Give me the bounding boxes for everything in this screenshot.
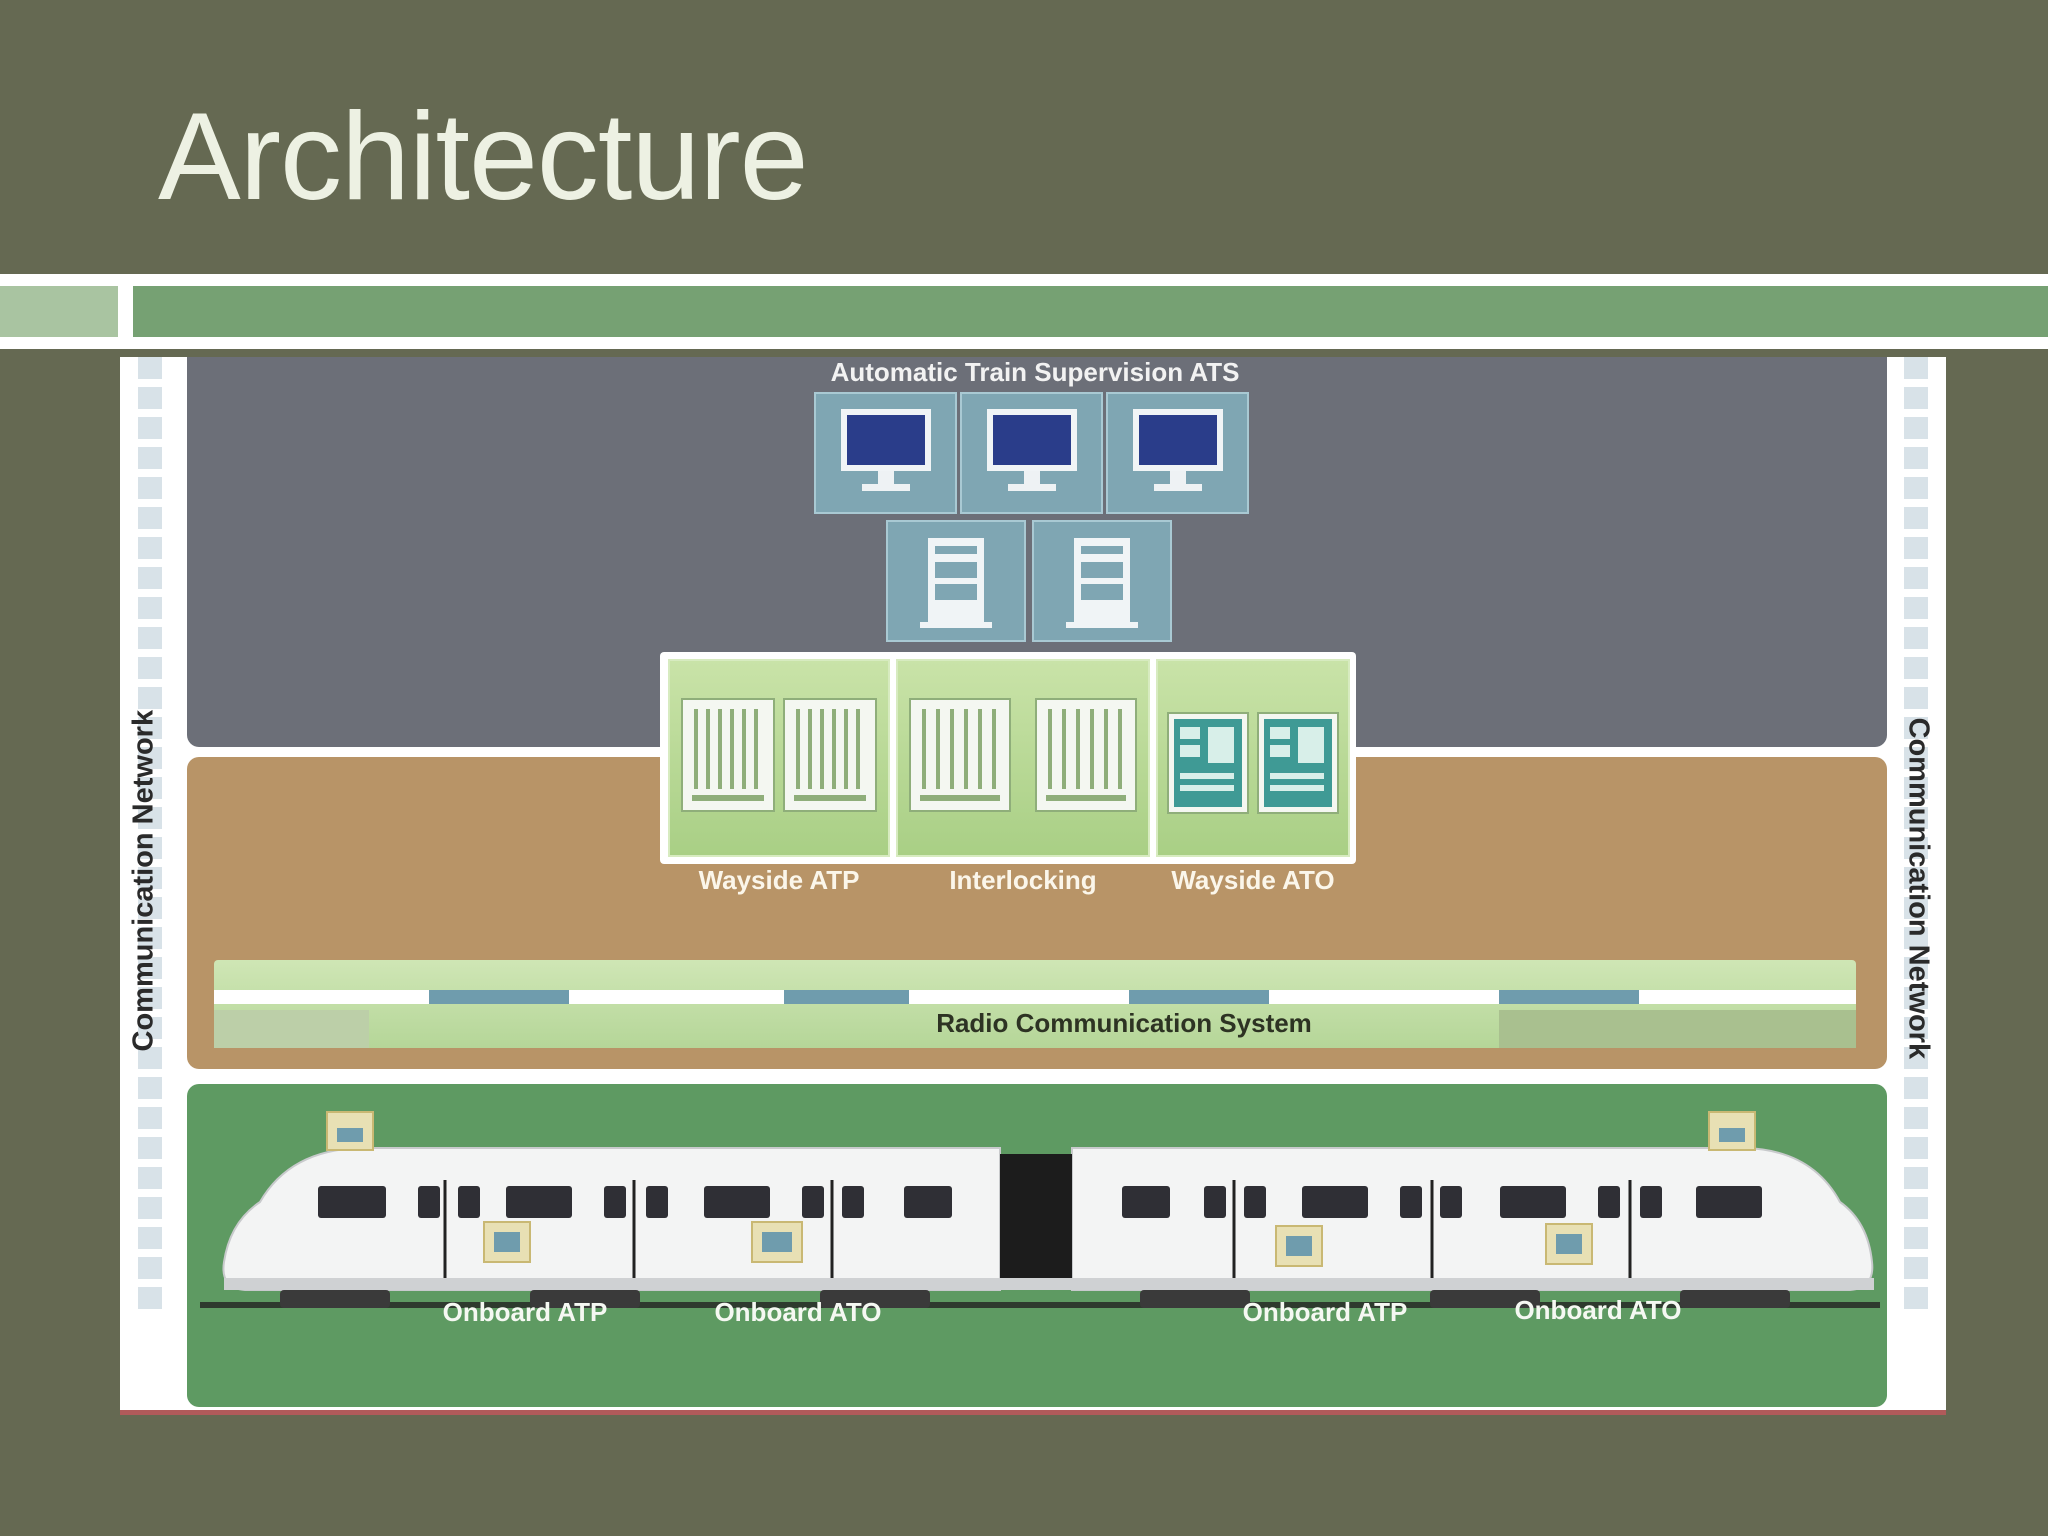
wayside-atp-label: Wayside ATP xyxy=(698,865,860,895)
onboard-atp-label: Onboard ATP xyxy=(1242,1297,1408,1327)
monitor-icon xyxy=(1133,409,1223,491)
radio-shade-left xyxy=(214,1010,369,1048)
radio-segment xyxy=(1129,990,1269,1004)
onboard-atp-label: Onboard ATP xyxy=(442,1297,608,1327)
interlocking-cabinet xyxy=(896,659,1150,857)
comm-network-right-bar xyxy=(1904,357,1928,1317)
comm-network-right-label: Communication Network xyxy=(1902,717,1935,1060)
comm-network-left-label: Communication Network xyxy=(127,709,160,1052)
header-band-light xyxy=(0,286,118,337)
architecture-diagram: Communication Network Communication Netw… xyxy=(120,357,1946,1413)
rack-icon xyxy=(681,698,877,812)
train-illustration xyxy=(200,1111,1880,1308)
radio-label: Radio Communication System xyxy=(936,1008,1312,1038)
radio-segment xyxy=(1499,990,1639,1004)
ats-server xyxy=(886,520,1026,642)
slide-title: Architecture xyxy=(158,88,809,226)
radio-track-band xyxy=(214,990,1856,1004)
figure-bottom-border xyxy=(120,1410,1946,1415)
comm-network-left-bar xyxy=(138,357,162,1317)
ats-workstation xyxy=(1106,392,1249,514)
radio-shade-right xyxy=(1499,1010,1856,1048)
interlocking-label: Interlocking xyxy=(949,865,1097,895)
control-panel-icon xyxy=(1167,712,1339,814)
radio-communication-system: Radio Communication System xyxy=(214,960,1856,1048)
radio-segment xyxy=(429,990,569,1004)
radio-segment xyxy=(784,990,909,1004)
onboard-ato-label: Onboard ATO xyxy=(1514,1295,1682,1325)
header-band-green xyxy=(133,286,2048,337)
ats-workstation xyxy=(960,392,1103,514)
server-icon xyxy=(1066,538,1138,628)
monitor-icon xyxy=(841,409,931,491)
server-icon xyxy=(920,538,992,628)
ats-label: Automatic Train Supervision ATS xyxy=(830,357,1240,387)
monitor-icon xyxy=(987,409,1077,491)
ats-workstation xyxy=(814,392,957,514)
wayside-atp-cabinet xyxy=(668,659,890,857)
wayside-ato-cabinet xyxy=(1156,659,1350,857)
ats-server xyxy=(1032,520,1172,642)
rack-icon xyxy=(909,698,1137,812)
wayside-ato-label: Wayside ATO xyxy=(1171,865,1335,895)
onboard-ato-label: Onboard ATO xyxy=(714,1297,882,1327)
